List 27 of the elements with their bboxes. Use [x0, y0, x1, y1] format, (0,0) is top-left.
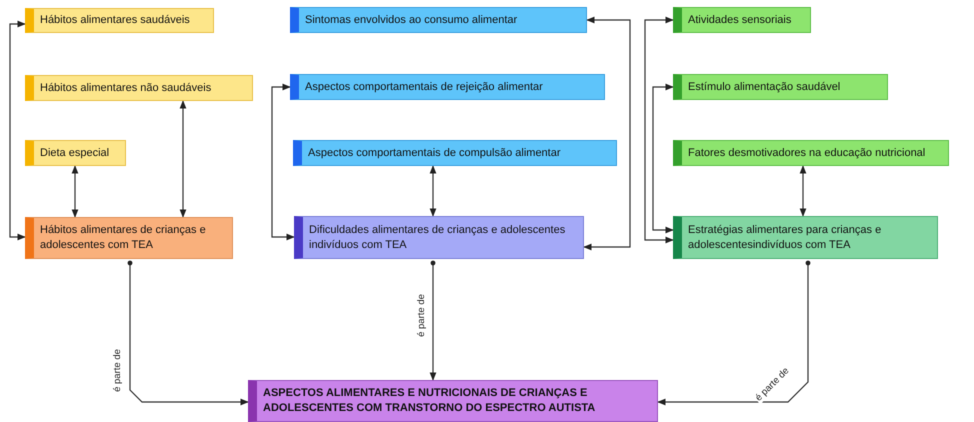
connector-arrow [644, 16, 674, 244]
connector-arrow [800, 165, 806, 217]
connector-arrow [430, 260, 436, 381]
connector-arrow [180, 100, 186, 218]
category-box: Aspectos comportamentais de rejeição alimentar [290, 74, 605, 100]
category-box: Aspectos comportamentais de compulsão alimentar [293, 140, 617, 166]
category-box: Dificuldades alimentares de crianças e adolescentes indivíduos com TEA [294, 216, 584, 259]
connector-arrow [430, 165, 436, 217]
category-box: Sintomas envolvidos ao consumo alimentar [290, 7, 587, 33]
category-box: Hábitos alimentares saudáveis [25, 8, 214, 33]
connector-arrow [657, 260, 810, 406]
category-box: Hábitos alimentares não saudáveis [25, 75, 253, 101]
connector-arrow [271, 84, 295, 240]
connector-arrow [9, 20, 26, 240]
category-box: Hábitos alimentares de crianças e adolescentes com TEA [25, 217, 233, 259]
connector-arrow [583, 16, 631, 250]
category-box: Estímulo alimentação saudável [673, 74, 888, 100]
connector-arrow [72, 165, 78, 218]
category-box: Dieta especial [25, 140, 126, 166]
topic-box: ASPECTOS ALIMENTARES E NUTRICIONAIS DE CRIANÇAS E ADOLESCENTES COM TRANSTORNO DO ESPECTRO AUTISTA [248, 380, 658, 422]
connector-arrow [128, 260, 249, 406]
category-box: Fatores desmotivadores na educação nutricional [673, 140, 949, 166]
edge-label: é parte de [111, 348, 122, 392]
category-box: Estratégias alimentares para crianças e adolescentesindivíduos com TEA [673, 216, 938, 259]
edge-label: é parte de [415, 292, 426, 338]
category-box: Atividades sensoriais [673, 7, 811, 33]
connector-arrow [652, 84, 674, 234]
